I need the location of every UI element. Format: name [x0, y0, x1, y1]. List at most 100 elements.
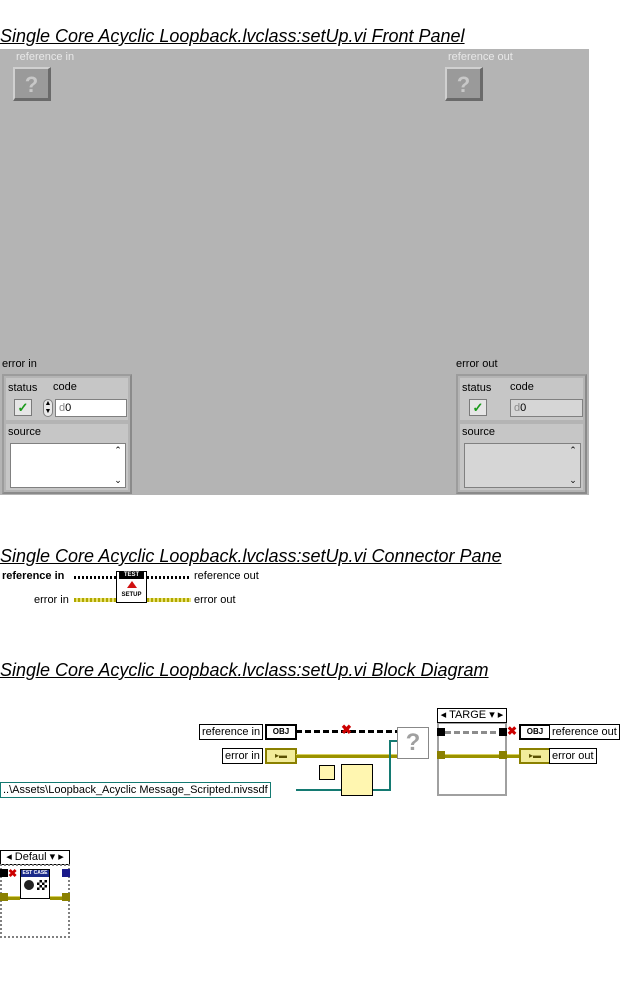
path-constant-value: ..\Assets\Loopback_Acyclic Message_Scrip… — [3, 784, 268, 796]
front-panel-title: Single Core Acyclic Loopback.lvclass:set… — [0, 26, 465, 46]
default-case-value: Defaul — [14, 851, 47, 863]
case-next-icon[interactable]: ▸ — [497, 709, 504, 721]
error-cluster-icon: ▸▬ — [519, 748, 551, 764]
path-constant[interactable]: ..\Assets\Loopback_Acyclic Message_Scrip… — [0, 782, 271, 798]
case-selector-value: TARGE — [449, 709, 487, 721]
error-out-label: error out — [456, 358, 498, 370]
error-out-code-label: code — [510, 381, 534, 393]
scroll-down-icon[interactable]: ⌄ — [114, 475, 122, 485]
icon-banner: TEST — [119, 572, 144, 579]
error-wire — [507, 754, 519, 758]
reference-out-indicator: ? — [445, 67, 483, 101]
error-out-code-value: 0 — [520, 402, 527, 414]
tunnel — [0, 893, 8, 901]
error-in-cluster: status code ✓ ▲▼ d0 source ⌃ ⌄ — [2, 374, 132, 494]
connector-pane-title: Single Core Acyclic Loopback.lvclass:set… — [0, 546, 502, 566]
reference-wire — [147, 576, 191, 579]
reference-out-label: reference out — [448, 51, 513, 63]
error-out-source-field: ⌃ ⌄ — [464, 443, 581, 488]
chevron-down-icon[interactable]: ▾ — [49, 851, 56, 863]
error-wire — [445, 754, 499, 758]
terminal-label: error in — [225, 750, 260, 762]
tunnel — [499, 728, 507, 736]
error-in-code-field[interactable]: d0 — [55, 399, 127, 417]
reference-wire — [74, 576, 118, 579]
bd-reference-in-terminal[interactable]: reference in — [199, 724, 264, 740]
tunnel — [437, 751, 445, 759]
case-prev-icon[interactable]: ◂ — [6, 851, 12, 863]
unknown-refnum-icon: ? — [456, 72, 471, 97]
default-case-selector[interactable]: ◂ Defaul ▾ ▸ — [0, 850, 70, 865]
error-out-source-label: source — [462, 426, 496, 438]
block-diagram-title: Single Core Acyclic Loopback.lvclass:set… — [0, 660, 489, 680]
case-next-icon[interactable]: ▸ — [58, 851, 64, 863]
cp-error-in-label: error in — [34, 594, 69, 606]
error-out-code-field: d0 — [510, 399, 583, 417]
bd-error-in-terminal[interactable]: error in — [222, 748, 263, 764]
error-out-status-label: status — [462, 382, 492, 394]
scroll-down-icon[interactable]: ⌄ — [569, 475, 577, 485]
error-in-label: error in — [2, 358, 37, 370]
tunnel — [0, 869, 8, 877]
terminal-label: reference in — [202, 726, 261, 738]
error-wire — [147, 598, 191, 602]
icon-caption: SETUP — [121, 592, 142, 598]
terminal-label: reference out — [552, 726, 617, 738]
reference-in-control[interactable]: ? — [13, 67, 51, 101]
error-wire — [74, 598, 118, 602]
error-in-code-value: 0 — [65, 402, 72, 414]
error-wire — [296, 754, 397, 758]
radix-indicator: d — [59, 402, 66, 414]
error-in-status-checkbox[interactable]: ✓ — [14, 399, 32, 416]
error-out-status-led: ✓ — [469, 399, 487, 416]
case-selector[interactable]: ◂ TARGE ▾ ▸ — [437, 708, 507, 723]
tunnel — [499, 751, 507, 759]
coercion-x-icon: ✖ — [507, 724, 518, 738]
bd-error-out-terminal[interactable]: error out — [549, 748, 597, 764]
icon-banner: EST CASE — [21, 870, 49, 877]
error-out-cluster: status code ✓ d0 source ⌃ ⌄ — [456, 374, 587, 494]
error-in-code-spinner[interactable]: ▲▼ — [43, 399, 53, 417]
reference-wire — [445, 731, 499, 734]
bd-reference-out-terminal[interactable]: reference out — [549, 724, 620, 740]
error-wire — [50, 896, 62, 900]
up-arrow-icon — [127, 581, 137, 588]
tunnel — [437, 728, 445, 736]
reference-wire — [296, 730, 397, 733]
obj-refnum-icon: OBJ — [265, 724, 297, 740]
missing-subvi-icon[interactable]: ? — [397, 727, 429, 759]
coercion-x-icon: ✖ — [8, 868, 18, 880]
error-in-status-label: status — [8, 382, 38, 394]
case-prev-icon[interactable]: ◂ — [440, 709, 447, 721]
terminal-label: error out — [552, 750, 594, 762]
error-in-source-label: source — [8, 426, 42, 438]
case-structure[interactable] — [437, 722, 507, 796]
reference-in-label: reference in — [16, 51, 75, 63]
file-dialog-node[interactable] — [319, 765, 335, 780]
cp-reference-out-label: reference out — [194, 570, 259, 582]
scroll-up-icon[interactable]: ⌃ — [114, 445, 122, 455]
default-case-frame[interactable] — [0, 864, 70, 938]
setup-vi-icon: TEST SETUP — [116, 571, 147, 603]
tunnel — [62, 893, 70, 901]
error-in-source-field[interactable]: ⌃ ⌄ — [10, 443, 126, 488]
unknown-refnum-icon: ? — [24, 72, 39, 97]
path-wire — [389, 740, 391, 790]
test-case-subvi-icon[interactable]: EST CASE — [20, 869, 50, 899]
stopwatch-icon — [24, 880, 34, 890]
front-panel: reference in ? reference out ? error in … — [0, 49, 589, 495]
cp-error-out-label: error out — [194, 594, 236, 606]
error-cluster-icon: ▸▬ — [265, 748, 297, 764]
cp-reference-in-label: reference in — [2, 570, 65, 582]
build-path-node[interactable] — [341, 764, 373, 796]
source-scrollbar[interactable]: ⌃ ⌄ — [566, 444, 580, 487]
tunnel — [62, 869, 70, 877]
path-wire — [389, 740, 398, 742]
chevron-down-icon[interactable]: ▾ — [489, 709, 495, 721]
source-scrollbar[interactable]: ⌃ ⌄ — [111, 444, 125, 487]
obj-refnum-icon: OBJ — [519, 724, 551, 740]
radix-indicator: d — [514, 402, 521, 414]
error-wire — [8, 896, 20, 900]
scroll-up-icon[interactable]: ⌃ — [569, 445, 577, 455]
error-in-code-label: code — [53, 381, 77, 393]
